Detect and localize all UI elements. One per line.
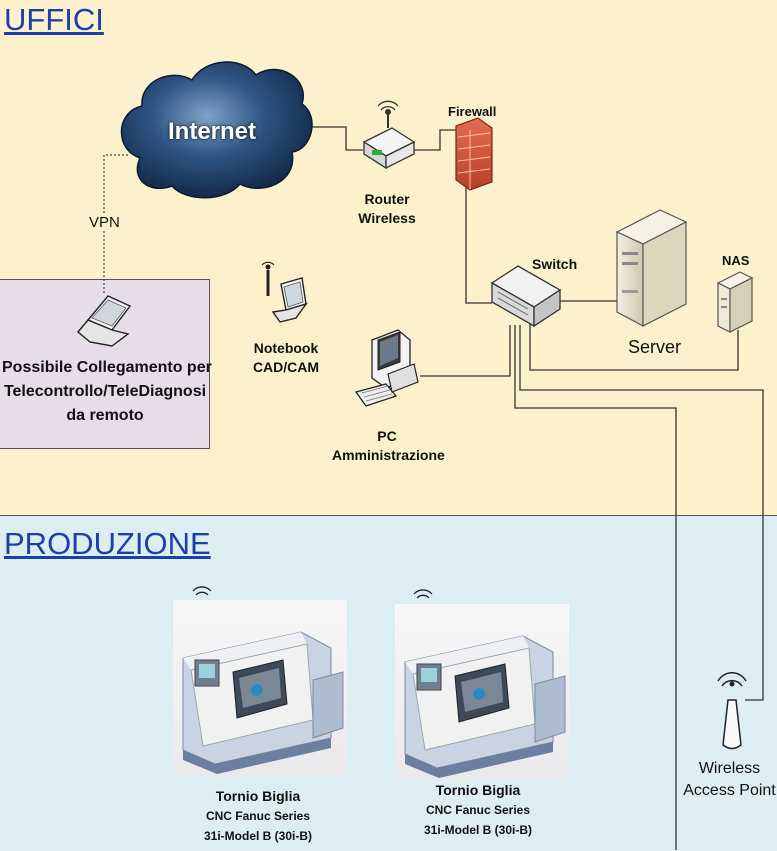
antenna-icon: [717, 672, 747, 750]
link-switch-nas: [529, 320, 739, 371]
lathe1-label-line3: 31i-Model B (30i-B): [203, 829, 312, 843]
laptop-icon: [77, 295, 132, 347]
lathe1-label-line1: Tornio Biglia: [215, 788, 301, 804]
link-switch-access-point: [519, 325, 764, 701]
wireless-laptop-icon: [261, 261, 308, 323]
router-label-line2: Wireless: [358, 210, 416, 226]
vpn-label: VPN: [86, 214, 123, 231]
firewall-icon: [455, 117, 493, 191]
server-label: Server: [628, 337, 682, 357]
access-point-label: Wireless Access Point: [682, 758, 777, 802]
access-point-label-line1: Wireless: [698, 760, 761, 777]
link-firewall-switch: [465, 180, 492, 304]
firewall-label: Firewall: [448, 104, 497, 119]
production-zone: [0, 515, 777, 851]
vpn-dotted-link: [103, 154, 128, 295]
router-label-line1: Router: [364, 191, 410, 207]
production-zone-title[interactable]: PRODUZIONE: [4, 526, 211, 561]
notebook-label-line1: Notebook: [253, 340, 319, 356]
network-switch-icon: [490, 265, 562, 328]
lathe2-label: Tornio Biglia CNC Fanuc Series 31i-Model…: [408, 780, 548, 840]
notebook-label-line2: CAD/CAM: [252, 359, 320, 375]
pc-label: PC Amministrazione: [332, 427, 445, 465]
internet-label: Internet: [168, 118, 257, 145]
switch-label: Switch: [532, 256, 578, 272]
offices-zone-title[interactable]: UFFICI: [4, 2, 104, 37]
lathe2-label-line2: CNC Fanuc Series: [425, 803, 531, 817]
link-switch-pc: [420, 325, 511, 377]
pc-label-line2: Amministrazione: [332, 447, 445, 463]
link-router-firewall: [410, 129, 458, 151]
remote-label-line1: Possibile Collegamento per: [2, 359, 212, 376]
lathe1-label: Tornio Biglia CNC Fanuc Series 31i-Model…: [188, 786, 328, 846]
link-internet-router: [296, 126, 363, 151]
lathe2-label-line3: 31i-Model B (30i-B): [423, 823, 532, 837]
access-point-label-line2: Access Point: [683, 782, 776, 799]
server-tower-icon: [615, 209, 688, 328]
nas-label: NAS: [722, 253, 750, 268]
remote-label-line3: da remoto: [66, 407, 144, 424]
link-switch-production: [514, 325, 677, 850]
cnc-lathe-icon: [173, 600, 347, 776]
cnc-lathe-icon: [395, 604, 569, 780]
remote-connection-label: Possibile Collegamento per Telecontrollo…: [2, 356, 212, 428]
lathe1-label-line2: CNC Fanuc Series: [205, 809, 311, 823]
nas-icon: [716, 271, 754, 333]
wireless-router-icon: [362, 100, 416, 170]
remote-label-line2: Telecontrollo/TeleDiagnosi: [3, 383, 207, 400]
pc-label-line1: PC: [377, 428, 397, 444]
desktop-pc-icon: [354, 329, 419, 407]
notebook-label: Notebook CAD/CAM: [248, 339, 324, 377]
router-label: Router Wireless: [352, 190, 422, 228]
cloud-icon: [120, 61, 313, 199]
lathe2-label-line1: Tornio Biglia: [435, 782, 521, 798]
